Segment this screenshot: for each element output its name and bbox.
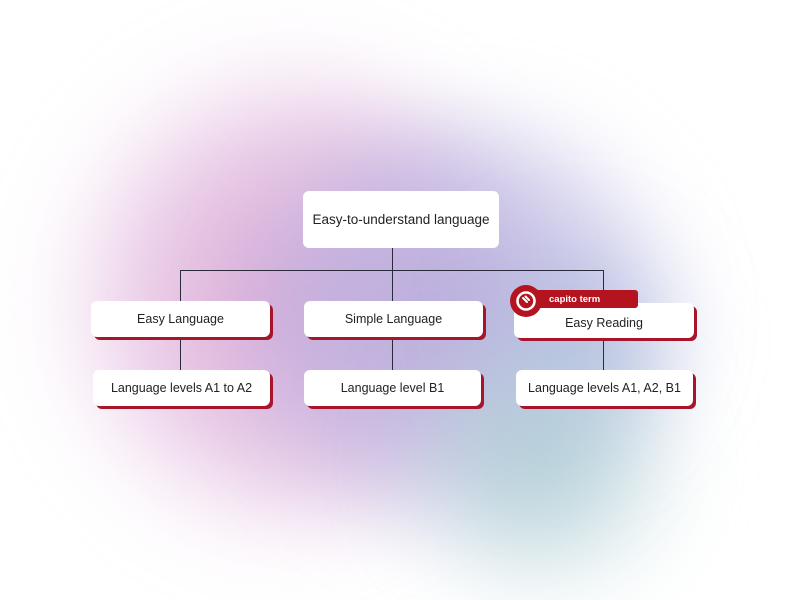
connector-child-2	[392, 338, 393, 370]
branch-node-label: Simple Language	[344, 312, 443, 326]
capito-term-badge: capito term	[535, 290, 638, 308]
connector-root-down	[392, 248, 393, 270]
connector-child-1	[180, 338, 181, 370]
child-node-levels-a1-a2: Language levels A1 to A2	[93, 370, 270, 406]
branch-node-label: Easy Reading	[565, 315, 643, 330]
connector-child-3	[603, 338, 604, 370]
branch-node-easy-language: Easy Language	[91, 301, 270, 337]
child-node-label: Language levels A1, A2, B1	[528, 381, 681, 395]
connector-branch-2	[392, 270, 393, 301]
capito-logo-icon	[510, 285, 542, 317]
branch-node-label: Easy Language	[137, 312, 224, 326]
capito-term-label: capito term	[549, 293, 601, 305]
connector-branch-3	[603, 270, 604, 301]
branch-node-simple-language: Simple Language	[304, 301, 483, 337]
child-node-level-b1: Language level B1	[304, 370, 481, 406]
root-node: Easy-to-understand language	[303, 191, 499, 248]
branch-node-easy-reading: Easy Reading	[514, 303, 694, 338]
child-node-levels-a1-a2-b1: Language levels A1, A2, B1	[516, 370, 693, 406]
child-node-label: Language levels A1 to A2	[110, 381, 253, 395]
root-node-label: Easy-to-understand language	[312, 212, 490, 227]
background-blob-teal	[380, 330, 700, 590]
connector-branch-1	[180, 270, 181, 301]
child-node-label: Language level B1	[340, 381, 445, 395]
